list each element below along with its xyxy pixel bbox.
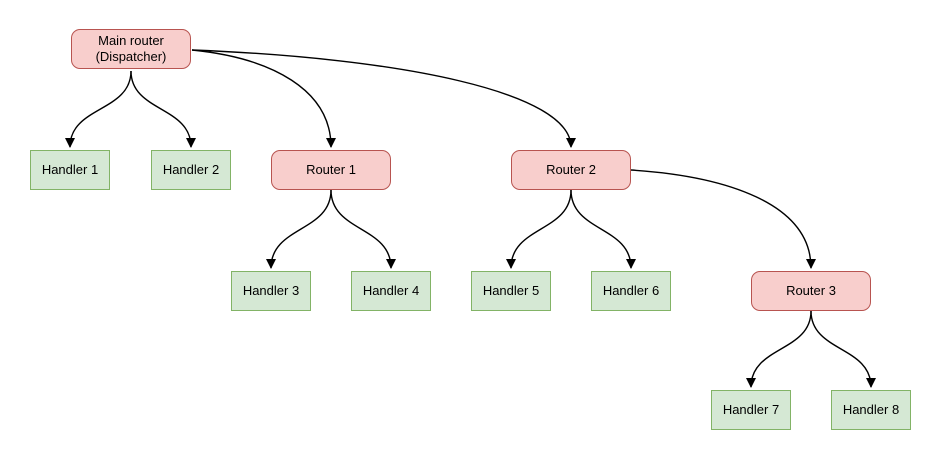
edge-router-2-to-handler-6 <box>570 189 636 269</box>
node-main-router-label-line1: Main router <box>98 32 164 48</box>
node-handler-4: Handler 4 <box>351 271 431 311</box>
node-handler-5: Handler 5 <box>471 271 551 311</box>
edge-router-2-to-router-3 <box>630 169 816 269</box>
node-handler-5-label: Handler 5 <box>482 282 540 298</box>
node-router-3-label: Router 3 <box>786 282 836 298</box>
node-router-2: Router 2 <box>511 150 631 190</box>
node-handler-4-label: Handler 4 <box>362 282 420 298</box>
node-handler-2: Handler 2 <box>151 150 231 190</box>
edge-router-3-to-handler-7 <box>746 310 812 388</box>
node-main-router-label-line2: (Dispatcher) <box>95 49 167 64</box>
node-handler-2-label: Handler 2 <box>162 161 220 177</box>
node-router-3: Router 3 <box>751 271 871 311</box>
edge-main-router-to-handler-2 <box>130 70 196 148</box>
edge-router-1-to-handler-3 <box>266 189 332 269</box>
node-handler-6: Handler 6 <box>591 271 671 311</box>
edge-router-2-to-handler-5 <box>506 189 572 269</box>
node-main-router: Main router (Dispatcher) <box>71 29 191 69</box>
node-handler-3-label: Handler 3 <box>242 282 300 298</box>
node-router-2-label: Router 2 <box>546 161 596 177</box>
node-handler-8-label: Handler 8 <box>842 401 900 417</box>
node-handler-6-label: Handler 6 <box>602 282 660 298</box>
edge-router-3-to-handler-8 <box>810 310 876 388</box>
node-router-1-label: Router 1 <box>306 161 356 177</box>
edge-main-router-to-router-1 <box>191 49 336 148</box>
edge-main-router-to-handler-1 <box>65 70 132 148</box>
node-handler-3: Handler 3 <box>231 271 311 311</box>
edge-main-router-to-router-2 <box>191 49 576 148</box>
edge-router-1-to-handler-4 <box>330 189 396 269</box>
node-handler-1-label: Handler 1 <box>41 161 99 177</box>
node-handler-8: Handler 8 <box>831 390 911 430</box>
node-router-1: Router 1 <box>271 150 391 190</box>
node-handler-7-label: Handler 7 <box>722 401 780 417</box>
node-handler-1: Handler 1 <box>30 150 110 190</box>
node-handler-7: Handler 7 <box>711 390 791 430</box>
